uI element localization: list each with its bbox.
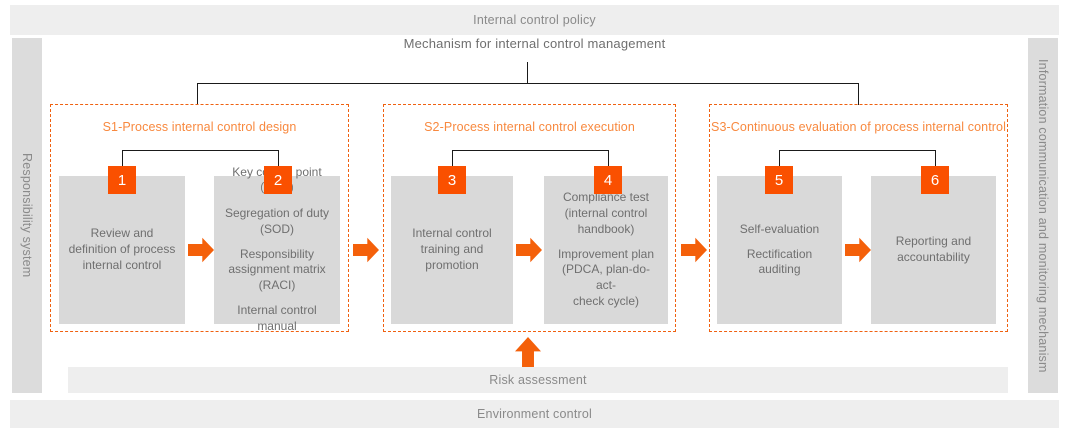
badge-5[interactable]: 5 xyxy=(765,166,793,194)
badge-2-number: 2 xyxy=(273,171,283,189)
band-environment-control: Environment control xyxy=(10,400,1059,428)
rail-left-label: Responsibility system xyxy=(20,153,34,278)
bracket-s1-leg-left xyxy=(122,150,123,168)
badge-3-number: 3 xyxy=(447,171,457,189)
card-5[interactable]: Self-evaluation Rectification auditing xyxy=(717,176,842,324)
stage-s1: S1-Process internal control design xyxy=(50,104,349,332)
card-4-line-0: Compliance test (internal control handbo… xyxy=(562,190,650,236)
arrow-right-stage1-to-stage2 xyxy=(353,237,379,263)
card-6[interactable]: Reporting and accountability xyxy=(871,176,996,324)
rail-responsibility-system: Responsibility system xyxy=(12,38,42,393)
card-3-line-0: Internal control training and promotion xyxy=(412,226,492,272)
bracket-s1-bar xyxy=(122,150,279,151)
badge-1-number: 1 xyxy=(117,171,127,189)
connector-stem-main xyxy=(527,62,528,84)
stage-s3-title: S3-Continuous evaluation of process inte… xyxy=(711,120,1006,134)
band-internal-control-policy: Internal control policy xyxy=(10,5,1059,35)
connector-bus-main xyxy=(197,83,859,84)
badge-6[interactable]: 6 xyxy=(921,166,949,194)
card-6-line-0: Reporting and accountability xyxy=(895,234,972,264)
stage-s2: S2-Process internal control execution xyxy=(383,104,676,332)
band-policy-label: Internal control policy xyxy=(473,13,596,27)
badge-4[interactable]: 4 xyxy=(594,166,622,194)
card-5-line-0: Self-evaluation xyxy=(739,221,820,236)
card-4[interactable]: Compliance test (internal control handbo… xyxy=(544,176,668,324)
card-2[interactable]: Key control point（KCP） Segregation of du… xyxy=(214,165,340,333)
bracket-s3-bar xyxy=(779,150,936,151)
badge-5-number: 5 xyxy=(774,171,784,189)
stage-s3: S3-Continuous evaluation of process inte… xyxy=(709,104,1008,332)
badge-1[interactable]: 1 xyxy=(108,166,136,194)
card-1[interactable]: Review and definition of process interna… xyxy=(59,176,185,324)
stage-s2-title: S2-Process internal control execution xyxy=(424,120,635,134)
bracket-s3-leg-left xyxy=(779,150,780,168)
stage-s1-title: S1-Process internal control design xyxy=(102,120,297,134)
badge-4-number: 4 xyxy=(603,171,613,189)
band-risk-label: Risk assessment xyxy=(489,373,587,387)
card-3[interactable]: Internal control training and promotion xyxy=(391,176,513,324)
badge-2[interactable]: 2 xyxy=(264,166,292,194)
rail-right-label: Information communication and monitoring… xyxy=(1036,58,1050,373)
card-1-line-0: Review and definition of process interna… xyxy=(68,226,176,272)
bracket-s2-leg-right xyxy=(608,150,609,168)
band-risk-assessment: Risk assessment xyxy=(68,367,1008,393)
bracket-s2-bar xyxy=(452,150,609,151)
card-2-line-1: Segregation of duty (SOD) xyxy=(224,205,330,236)
badge-3[interactable]: 3 xyxy=(438,166,466,194)
connector-drop-right xyxy=(858,83,859,105)
bracket-s1-leg-right xyxy=(278,150,279,168)
card-5-line-1: Rectification auditing xyxy=(746,246,813,277)
card-2-line-3: Internal control manual xyxy=(237,303,317,333)
bracket-s3-leg-right xyxy=(935,150,936,168)
card-2-line-2: Responsibility assignment matrix (RACI) xyxy=(228,246,326,293)
card-4-line-1: Improvement plan (PDCA, plan-do-act- che… xyxy=(557,246,655,309)
bracket-s2-leg-left xyxy=(452,150,453,168)
arrow-right-stage2-to-stage3 xyxy=(681,237,707,263)
connector-drop-left xyxy=(197,83,198,105)
badge-6-number: 6 xyxy=(930,171,940,189)
rail-information-communication: Information communication and monitoring… xyxy=(1028,38,1058,393)
band-environment-label: Environment control xyxy=(477,407,592,421)
arrow-up-risk-to-stage2 xyxy=(515,337,541,367)
mechanism-title: Mechanism for internal control managemen… xyxy=(403,36,666,51)
